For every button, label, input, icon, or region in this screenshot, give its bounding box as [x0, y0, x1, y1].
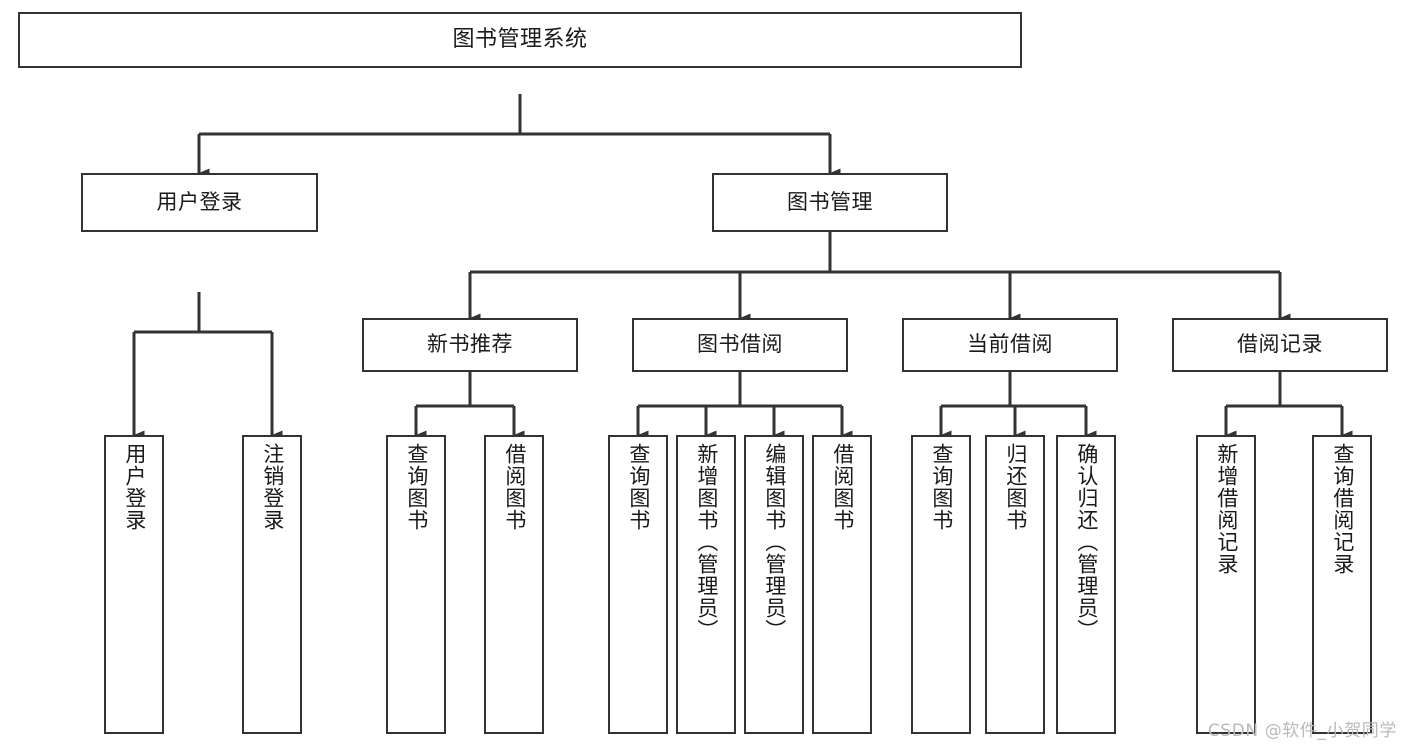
- leaf-add-book-admin[interactable]: 新增图书（管理员）: [676, 435, 736, 734]
- node-user-login[interactable]: 用户登录: [81, 173, 318, 232]
- leaf-user-login-label: 用户登录: [122, 443, 147, 531]
- leaf-logout[interactable]: 注销登录: [242, 435, 302, 734]
- leaf-query-book-recommend[interactable]: 查询图书: [386, 435, 446, 734]
- leaf-borrow-book-recommend-label: 借阅图书: [502, 443, 527, 531]
- node-new-book-recommend-label: 新书推荐: [427, 332, 513, 357]
- node-current-borrow-label: 当前借阅: [967, 332, 1053, 357]
- leaf-return-book-label: 归还图书: [1003, 443, 1028, 531]
- node-new-book-recommend[interactable]: 新书推荐: [362, 318, 578, 372]
- leaf-query-book-current-label: 查询图书: [929, 443, 954, 531]
- leaf-edit-book-admin-label: 编辑图书（管理员）: [762, 443, 787, 641]
- node-root[interactable]: 图书管理系统: [18, 12, 1022, 68]
- leaf-user-login[interactable]: 用户登录: [104, 435, 164, 734]
- leaf-return-book[interactable]: 归还图书: [985, 435, 1045, 734]
- node-book-borrow-label: 图书借阅: [697, 332, 783, 357]
- node-book-admin-label: 图书管理: [787, 189, 873, 214]
- leaf-edit-book-admin[interactable]: 编辑图书（管理员）: [744, 435, 804, 734]
- leaf-query-book-current[interactable]: 查询图书: [911, 435, 971, 734]
- leaf-query-book-borrow-label: 查询图书: [626, 443, 651, 531]
- node-book-borrow[interactable]: 图书借阅: [632, 318, 848, 372]
- node-root-label: 图书管理系统: [452, 26, 588, 52]
- node-borrow-record[interactable]: 借阅记录: [1172, 318, 1388, 372]
- leaf-add-borrow-record[interactable]: 新增借阅记录: [1196, 435, 1256, 734]
- csdn-watermark: CSDN @软件_小贺同学: [1207, 721, 1397, 741]
- leaf-confirm-return-admin-label: 确认归还（管理员）: [1074, 443, 1099, 641]
- leaf-query-book-borrow[interactable]: 查询图书: [608, 435, 668, 734]
- leaf-borrow-book[interactable]: 借阅图书: [812, 435, 872, 734]
- leaf-borrow-book-label: 借阅图书: [830, 443, 855, 531]
- leaf-borrow-book-recommend[interactable]: 借阅图书: [484, 435, 544, 734]
- leaf-add-borrow-record-label: 新增借阅记录: [1214, 443, 1239, 575]
- leaf-query-book-recommend-label: 查询图书: [404, 443, 429, 531]
- leaf-logout-label: 注销登录: [260, 443, 285, 531]
- leaf-query-borrow-record-label: 查询借阅记录: [1330, 443, 1355, 575]
- leaf-add-book-admin-label: 新增图书（管理员）: [694, 443, 719, 641]
- node-current-borrow[interactable]: 当前借阅: [902, 318, 1118, 372]
- node-user-login-label: 用户登录: [156, 189, 243, 214]
- leaf-query-borrow-record[interactable]: 查询借阅记录: [1312, 435, 1372, 734]
- node-book-admin[interactable]: 图书管理: [712, 173, 948, 232]
- leaf-confirm-return-admin[interactable]: 确认归还（管理员）: [1056, 435, 1116, 734]
- node-borrow-record-label: 借阅记录: [1237, 332, 1323, 357]
